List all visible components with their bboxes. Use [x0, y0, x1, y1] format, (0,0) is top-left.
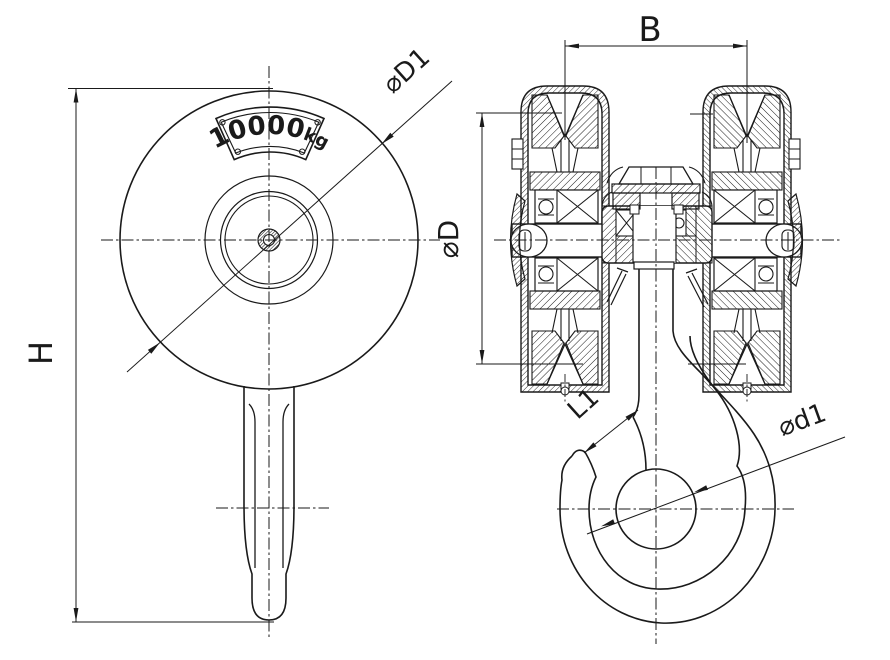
dim-label-b: B	[638, 10, 661, 50]
hook-saddle	[632, 416, 647, 471]
sheave	[511, 85, 610, 404]
dim-label-d: ⌀D	[432, 220, 465, 258]
hook-tip	[571, 449, 586, 457]
plate-screw	[314, 119, 321, 126]
shank-front	[243, 386, 295, 621]
centerlines-side	[494, 167, 841, 644]
lower-bearing	[534, 257, 599, 292]
arrowhead	[601, 519, 615, 527]
capacity-plate: 10000kg	[205, 106, 332, 161]
sheave-guard-shell	[520, 85, 610, 393]
plate-screw	[219, 119, 226, 126]
dim-label-d1-front: ⌀D1	[377, 42, 436, 99]
latch-left	[606, 267, 629, 306]
dim-H: H	[22, 88, 274, 623]
shell-clamp-tab	[511, 138, 524, 170]
latch-right	[685, 268, 709, 308]
dim-D: ⌀D	[432, 112, 746, 365]
arrowhead	[479, 113, 485, 127]
dimensions: H ⌀D1 B ⌀D	[22, 10, 846, 623]
hook-middle-contour	[584, 335, 747, 590]
arrowhead	[625, 410, 638, 421]
side-view	[494, 85, 841, 644]
arrowhead	[147, 342, 160, 354]
dim-label-h: H	[22, 341, 60, 365]
plate-screw	[234, 148, 242, 155]
upper-bearing	[534, 189, 599, 224]
arrowhead	[694, 485, 708, 493]
dim-B: B	[564, 10, 748, 143]
arrowhead	[584, 442, 597, 453]
arrowhead	[733, 43, 747, 49]
dim-d1: ⌀d1	[586, 398, 846, 535]
front-view: 10000kg	[101, 66, 440, 638]
hook-shank-left-edge	[632, 269, 640, 418]
shank-collar	[633, 261, 675, 270]
arrowhead	[479, 350, 485, 364]
centerlines-front	[101, 66, 440, 638]
dim-L1: L1	[562, 383, 639, 454]
arrowhead	[73, 88, 79, 103]
arrowhead	[73, 608, 79, 622]
plate-screw	[299, 148, 306, 155]
arrowhead	[381, 132, 394, 144]
arrowhead	[565, 43, 579, 49]
crosshead	[601, 191, 713, 264]
dim-label-d1-hook: ⌀d1	[774, 398, 830, 443]
keeper-clip-right	[787, 192, 804, 288]
